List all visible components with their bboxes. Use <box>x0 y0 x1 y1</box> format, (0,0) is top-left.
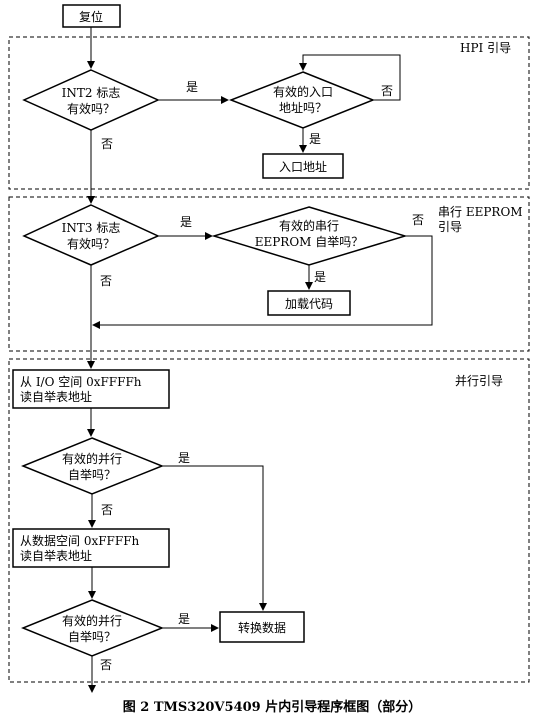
int2-yes-label: 是 <box>186 80 198 94</box>
parallel-section-boundary <box>8 358 530 683</box>
read-io-label-line2: 读自举表地址 <box>20 390 92 404</box>
read-data-label-line2: 读自举表地址 <box>20 549 92 563</box>
int3-label-line2: 有效吗？ <box>67 236 115 251</box>
int3-label-line1: INT3 标志 <box>62 221 121 235</box>
int2-label-line2: 有效吗？ <box>67 101 115 116</box>
figure-caption: 图 2 TMS320V5409 片内引导程序框图（部分） <box>123 699 421 715</box>
load-code-box <box>267 290 351 316</box>
int2-decision <box>22 69 160 131</box>
hpi-section-label: HPI 引导 <box>460 41 511 55</box>
serial-eeprom-label-line1: 有效的串行 <box>279 218 339 233</box>
convert-data-label: 转换数据 <box>238 620 286 635</box>
parallel1-no-label: 否 <box>101 503 113 517</box>
hpi-section-boundary <box>8 36 530 190</box>
entry-address-label: 入口地址 <box>279 160 327 174</box>
serial-section-label-line1: 串行 EEPROM <box>438 205 523 219</box>
serial-section-label-line2: 引导 <box>438 220 462 234</box>
int3-no-label: 否 <box>100 274 112 288</box>
parallel2-label-line1: 有效的并行 <box>62 613 122 628</box>
parallel1-label-line1: 有效的并行 <box>62 451 122 466</box>
load-code-label: 加载代码 <box>285 297 333 311</box>
parallel2-yes-label: 是 <box>178 612 190 626</box>
hpi-entry-no-label: 否 <box>381 84 393 98</box>
hpi-entry-label-line1: 有效的入口 <box>273 84 333 99</box>
parallel1-yes-connector <box>162 465 267 611</box>
parallel1-yes-label: 是 <box>178 451 190 465</box>
parallel2-no-label: 否 <box>100 658 112 672</box>
hpi-entry-decision <box>228 71 376 129</box>
read-data-box <box>12 528 170 568</box>
parallel2-label-line2: 自举吗？ <box>68 630 116 644</box>
parallel-boot-decision-1 <box>21 437 165 495</box>
parallel1-label-line2: 自举吗？ <box>68 468 116 482</box>
hpi-loop-connector <box>299 54 401 101</box>
reset-label: 复位 <box>79 9 103 24</box>
serial-no-connector <box>92 235 433 329</box>
hpi-entry-label-line2: 地址吗？ <box>279 101 327 115</box>
convert-data-box <box>219 611 305 643</box>
hpi-entry-yes-label: 是 <box>309 132 321 146</box>
int2-label-line1: INT2 标志 <box>62 86 121 100</box>
parallel-section-label: 并行引导 <box>455 374 503 388</box>
serial-eeprom-label-line2: EEPROM 自举吗？ <box>255 235 364 249</box>
serial-yes-label: 是 <box>314 270 326 284</box>
int2-no-label: 否 <box>101 137 113 151</box>
serial-section-boundary <box>8 196 530 352</box>
parallel-boot-decision-2 <box>21 599 165 657</box>
read-io-label-line1: 从 I/O 空间 0xFFFFh <box>20 375 142 389</box>
entry-address-box <box>262 153 344 179</box>
int3-decision <box>22 204 160 266</box>
int3-yes-label: 是 <box>180 215 192 229</box>
serial-no-label: 否 <box>412 213 424 227</box>
read-data-label-line1: 从数据空间 0xFFFFh <box>20 533 140 548</box>
